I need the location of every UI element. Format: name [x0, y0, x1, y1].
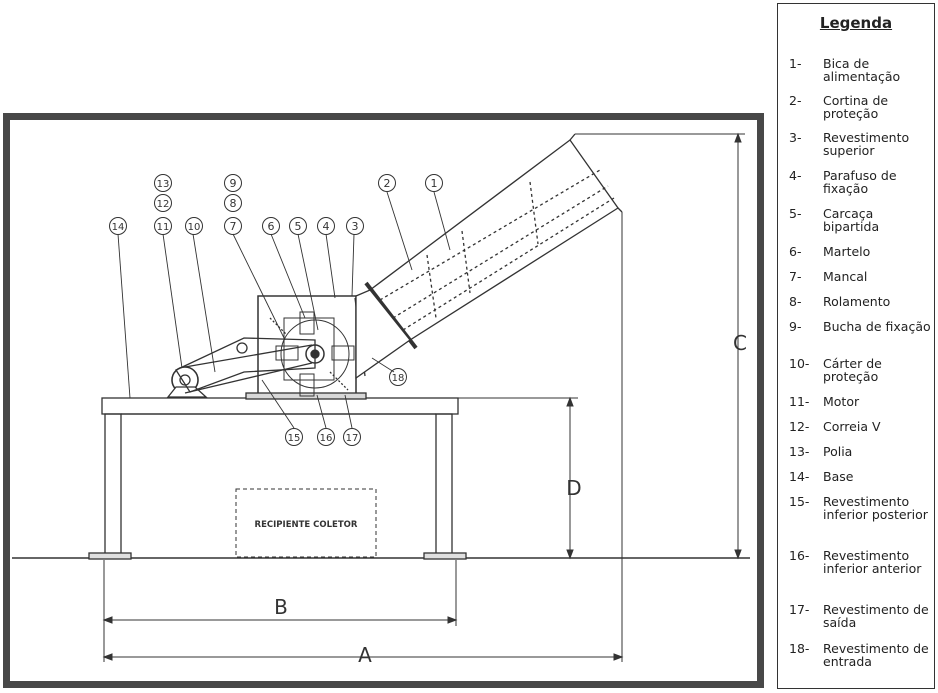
dimension-label-d: D — [566, 476, 581, 500]
container-label: RECIPIENTE COLETOR — [255, 520, 358, 530]
callout-18: 18 — [392, 373, 405, 384]
callout-6: 6 — [268, 220, 275, 233]
callout-12: 12 — [157, 199, 170, 210]
callout-10: 10 — [188, 222, 201, 233]
legend-item: 6-Martelo — [789, 244, 871, 259]
legend-item: 14-Base — [789, 469, 854, 484]
dimension-label-b: B — [274, 595, 288, 619]
dimension-label-c: C — [733, 331, 747, 355]
callout-16: 16 — [320, 433, 333, 444]
legend-item: 15-Revestimento inferior posterior — [789, 494, 928, 522]
legend-item: 11-Motor — [789, 394, 860, 409]
machine-base — [88, 397, 467, 560]
legend-item: 12-Correia V — [789, 419, 881, 434]
collector-container — [235, 488, 377, 558]
technical-drawing: RECIPIENTE COLETOR A B C D 1 2 3 4 5 6 7… — [12, 132, 750, 667]
legend-item: 17-Revestimento de saída — [789, 602, 929, 630]
legend-item: 13-Polia — [789, 444, 853, 459]
legend-item: 9-Bucha de fixação — [789, 319, 931, 334]
legend-item: 1-Bica de alimentação — [789, 56, 901, 84]
callout-1: 1 — [431, 177, 438, 190]
callout-3: 3 — [352, 220, 359, 233]
legend-item: 3-Revestimento superior — [789, 130, 910, 158]
callout-13: 13 — [157, 179, 170, 190]
callout-4: 4 — [323, 220, 330, 233]
callout-circles — [109, 174, 443, 446]
callout-8: 8 — [230, 197, 237, 210]
belt-guard — [175, 337, 316, 394]
callout-5: 5 — [295, 220, 302, 233]
legend-item: 5-Carcaça bipartida — [789, 206, 880, 234]
callout-11: 11 — [157, 222, 170, 233]
callout-9: 9 — [230, 177, 237, 190]
legend-item: 8-Rolamento — [789, 294, 891, 309]
legend-item: 2-Cortina de proteção — [789, 93, 889, 121]
dimension-label-a: A — [358, 643, 372, 667]
legend-title: Legenda — [819, 14, 893, 32]
legend-item: 10-Cárter de proteção — [789, 356, 882, 384]
legend-item: 4-Parafuso de fixação — [789, 168, 897, 196]
feed-chute — [355, 133, 623, 380]
legend-item: 16-Revestimento inferior anterior — [789, 548, 922, 576]
legend-item: 18-Revestimento de entrada — [789, 641, 929, 669]
legend-panel: Legenda 1-Bica de alimentação 2-Cortina … — [777, 3, 935, 689]
mill-housing — [245, 295, 367, 400]
callout-7: 7 — [230, 220, 237, 233]
callout-15: 15 — [288, 433, 301, 444]
callout-17: 17 — [346, 433, 359, 444]
callout-14: 14 — [112, 222, 125, 233]
legend-item: 7-Mancal — [789, 269, 868, 284]
leader-lines — [117, 191, 451, 429]
callout-2: 2 — [384, 177, 391, 190]
dimension-lines — [102, 132, 745, 662]
